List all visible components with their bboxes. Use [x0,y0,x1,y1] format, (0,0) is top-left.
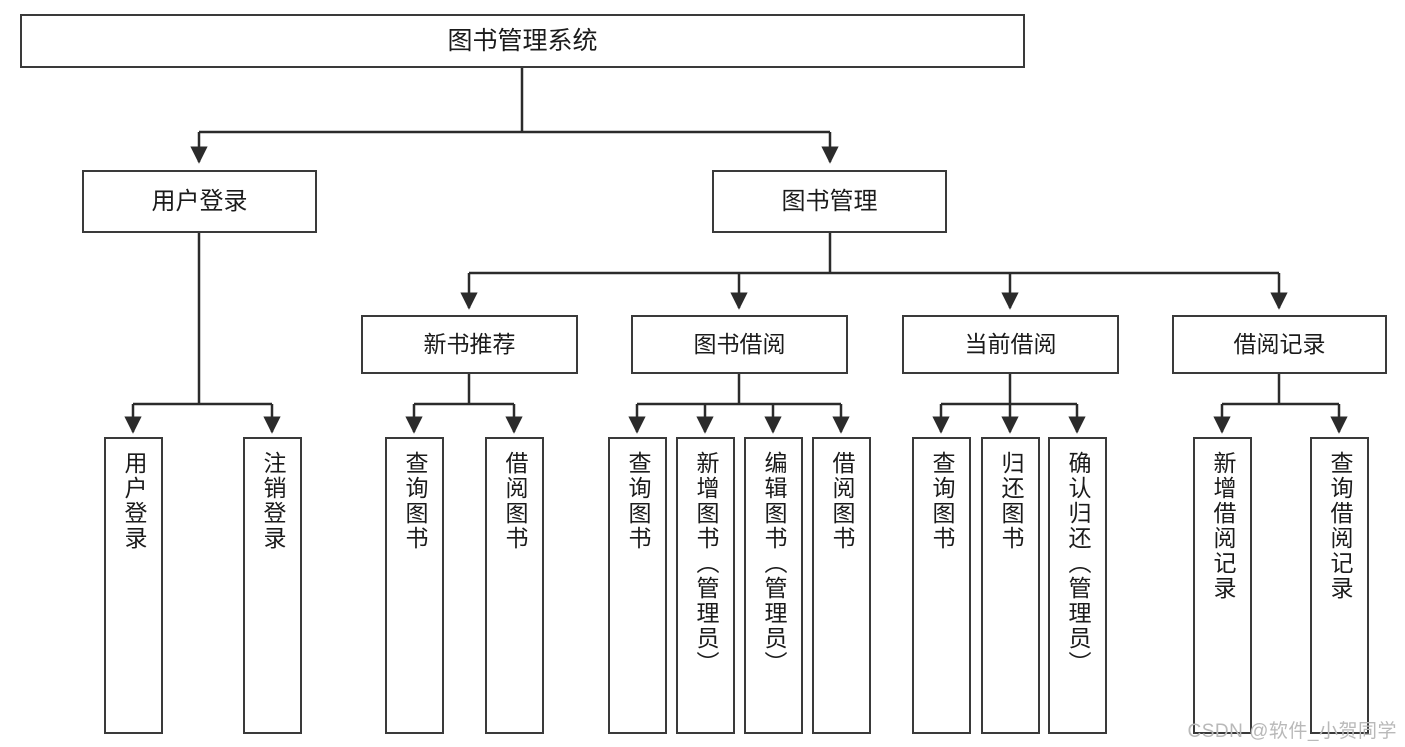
node-label: 借阅图书 [502,451,528,551]
node-label: 借阅图书 [829,451,855,551]
node-book-management[interactable]: 图书管理 [712,170,947,233]
node-label: 图书管理系统 [447,26,598,55]
node-borrow-record[interactable]: 借阅记录 [1172,315,1387,374]
leaf-user-login-logout[interactable]: 注销登录 [243,437,302,734]
node-label: 图书借阅 [693,331,786,358]
leaf-current-borrow-confirm-return[interactable]: 确认归还（管理员） [1048,437,1107,734]
node-label: 新增借阅记录 [1210,451,1236,601]
node-label: 注销登录 [260,451,286,551]
node-label: 图书管理 [781,187,878,215]
node-user-login[interactable]: 用户登录 [82,170,317,233]
node-label: 查询图书 [402,451,428,551]
node-label: 新增图书（管理员） [693,451,719,676]
node-label: 查询借阅记录 [1327,451,1353,601]
node-label: 借阅记录 [1233,331,1326,358]
node-label: 当前借阅 [964,331,1057,358]
leaf-current-borrow-query[interactable]: 查询图书 [912,437,971,734]
leaf-book-borrow-edit[interactable]: 编辑图书（管理员） [744,437,803,734]
leaf-new-book-borrow[interactable]: 借阅图书 [485,437,544,734]
node-new-book-recommend[interactable]: 新书推荐 [361,315,578,374]
node-label: 用户登录 [121,451,147,551]
node-label: 用户登录 [151,187,248,215]
node-label: 查询图书 [625,451,651,551]
node-current-borrow[interactable]: 当前借阅 [902,315,1119,374]
node-label: 新书推荐 [423,331,516,358]
leaf-book-borrow-query[interactable]: 查询图书 [608,437,667,734]
node-book-borrow[interactable]: 图书借阅 [631,315,848,374]
node-root-system[interactable]: 图书管理系统 [20,14,1025,68]
node-label: 编辑图书（管理员） [761,451,787,676]
csdn-watermark: CSDN @软件_小贺同学 [1187,721,1397,742]
leaf-borrow-record-query[interactable]: 查询借阅记录 [1310,437,1369,734]
leaf-borrow-record-add[interactable]: 新增借阅记录 [1193,437,1252,734]
leaf-user-login-login[interactable]: 用户登录 [104,437,163,734]
leaf-book-borrow-borrow[interactable]: 借阅图书 [812,437,871,734]
leaf-book-borrow-add[interactable]: 新增图书（管理员） [676,437,735,734]
node-label: 查询图书 [929,451,955,551]
leaf-current-borrow-return[interactable]: 归还图书 [981,437,1040,734]
node-label: 归还图书 [998,451,1024,551]
node-label: 确认归还（管理员） [1065,451,1091,676]
leaf-new-book-query[interactable]: 查询图书 [385,437,444,734]
